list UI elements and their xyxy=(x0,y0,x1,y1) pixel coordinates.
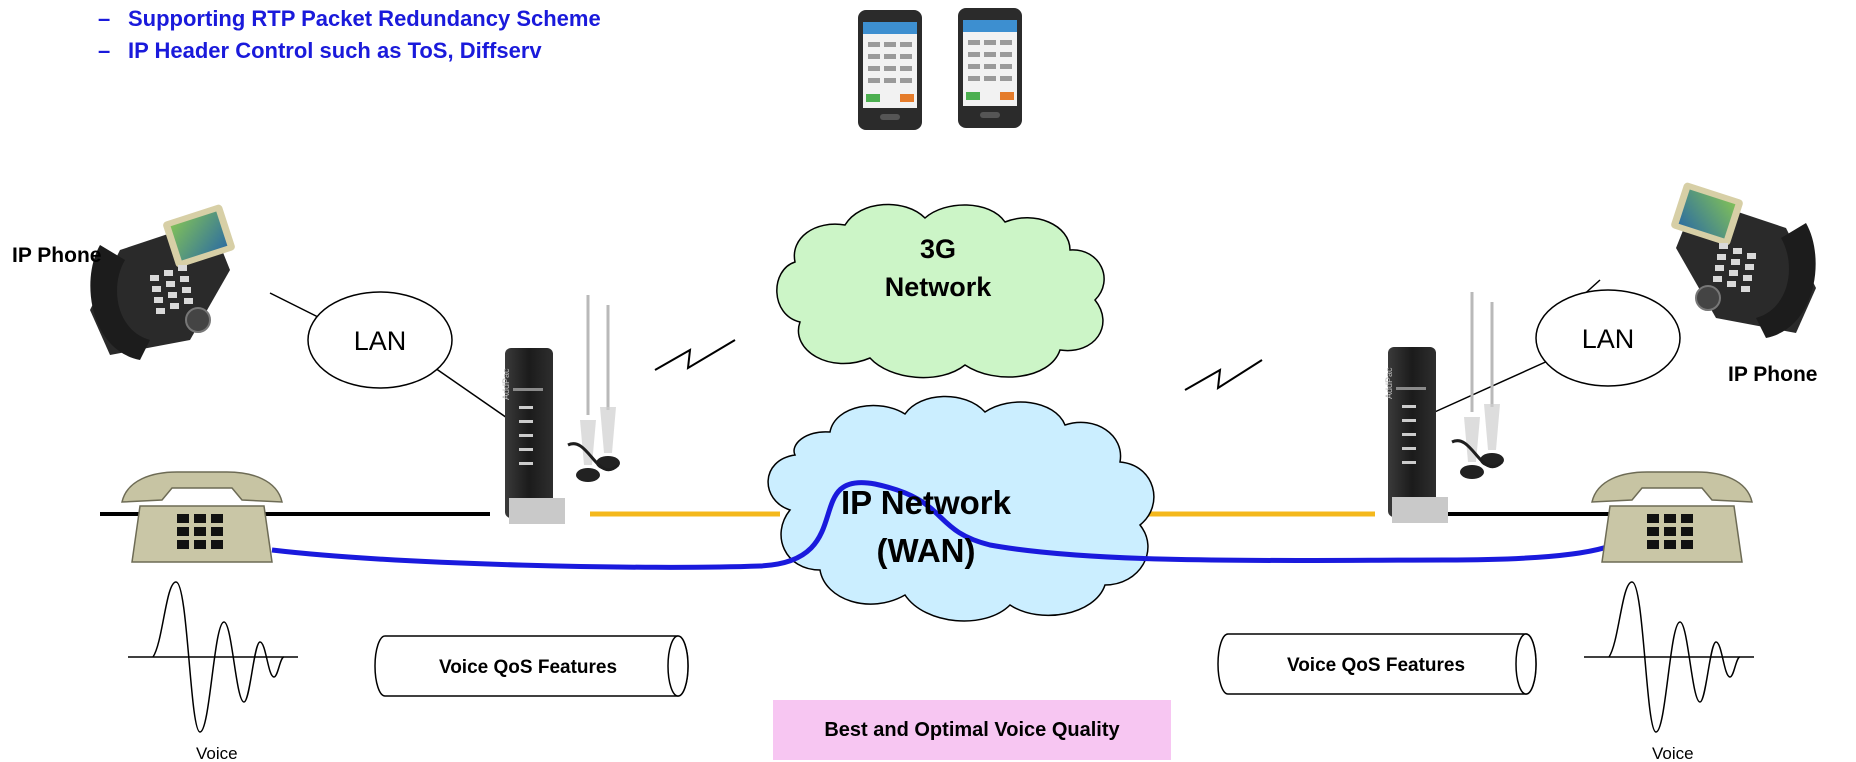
ip-cloud-label-line1: IP Network xyxy=(841,484,1012,521)
bullet-rtp-redundancy: –Supporting RTP Packet Redundancy Scheme xyxy=(98,6,601,32)
voice-label-left: Voice xyxy=(196,744,238,762)
3g-cloud-label-line1: 3G xyxy=(920,234,956,264)
qos-label-left: Voice QoS Features xyxy=(439,657,617,678)
qos-label-right: Voice QoS Features xyxy=(1287,655,1465,676)
3g-network-cloud xyxy=(776,203,1105,379)
gateway-icon xyxy=(1388,347,1448,523)
analog-phone-icon xyxy=(121,471,283,563)
bullet-dash: – xyxy=(98,38,111,63)
ip-phone-icon xyxy=(1669,180,1817,339)
ip-phone-icon xyxy=(89,202,237,361)
gateway-brand: AddPac xyxy=(501,368,511,400)
antenna-icon xyxy=(1450,290,1506,481)
bullet-text: IP Header Control such as ToS, Diffserv xyxy=(128,38,542,63)
lan-ellipse-right xyxy=(1535,289,1681,387)
3g-cloud-label-line2: Network xyxy=(885,272,993,302)
ip-phone-label-right: IP Phone xyxy=(1728,363,1818,386)
bullet-text: Supporting RTP Packet Redundancy Scheme xyxy=(128,6,601,31)
ip-network-cloud xyxy=(767,395,1155,622)
ip-cloud-label-line2: (WAN) xyxy=(877,532,976,569)
gateway-icon xyxy=(505,348,565,524)
analog-phone-icon xyxy=(1591,471,1753,563)
connector-line xyxy=(1427,359,1551,416)
bullet-ip-header-control: –IP Header Control such as ToS, Diffserv xyxy=(98,38,542,64)
antenna-icon xyxy=(566,293,622,484)
qos-pipe-left xyxy=(374,635,689,697)
voice-path xyxy=(271,480,1643,570)
lan-label-left: LAN xyxy=(354,326,407,356)
connector-line xyxy=(434,367,511,421)
gateway-brand: AddPac xyxy=(1384,367,1394,399)
lan-label-right: LAN xyxy=(1582,324,1635,354)
voice-label-right: Voice xyxy=(1652,744,1694,762)
connector-line xyxy=(269,292,321,319)
voice-quality-banner: Best and Optimal Voice Quality xyxy=(773,700,1171,760)
voice-waveform-icon xyxy=(1583,581,1755,733)
wireless-link-icon xyxy=(1184,359,1263,391)
lan-ellipse-left xyxy=(307,291,453,389)
voice-waveform-icon xyxy=(127,581,299,733)
qos-pipe-right xyxy=(1217,633,1537,695)
ip-phone-label-left: IP Phone xyxy=(12,244,102,267)
smartphone-icon xyxy=(858,10,922,130)
smartphone-icon xyxy=(958,8,1022,128)
bullet-dash: – xyxy=(98,6,111,31)
wireless-link-icon xyxy=(654,339,736,371)
